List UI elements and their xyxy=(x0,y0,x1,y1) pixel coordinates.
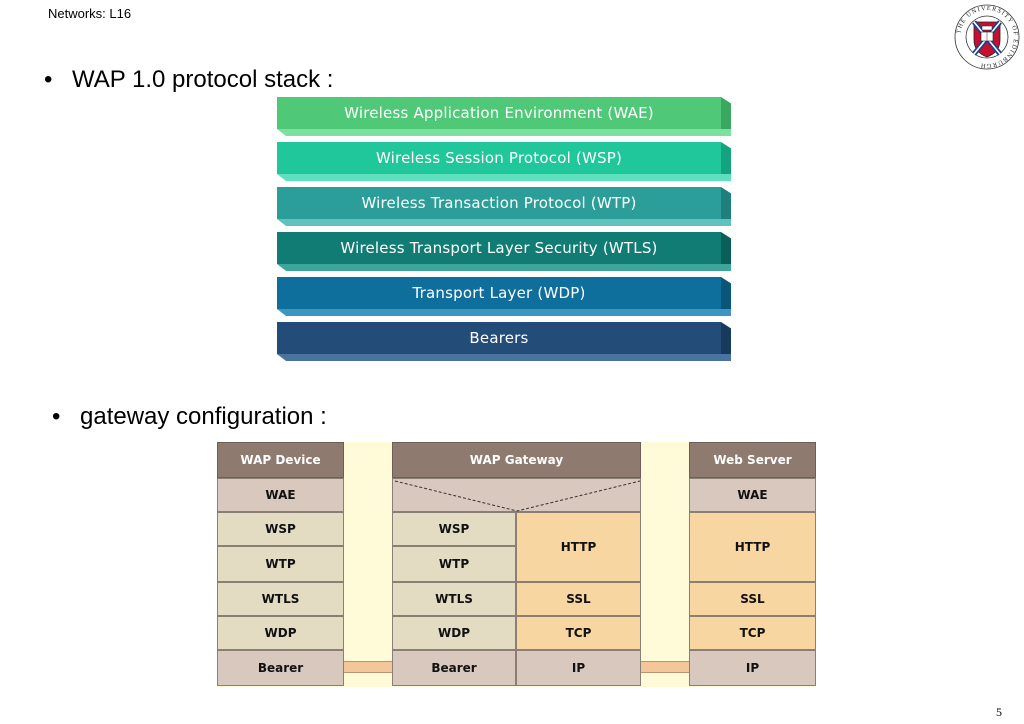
server-layer: IP xyxy=(689,650,816,686)
protocol-layer-edge xyxy=(277,129,731,136)
protocol-layer-side xyxy=(721,142,731,174)
protocol-layer-label: Wireless Session Protocol (WSP) xyxy=(277,142,721,174)
protocol-layer-label: Wireless Transaction Protocol (WTP) xyxy=(277,187,721,219)
page-number: 5 xyxy=(996,705,1002,719)
server-layer: WAE xyxy=(689,478,816,512)
university-crest-logo: THE UNIVERSITY OF EDINBURGH xyxy=(954,4,1020,70)
gateway-web-layer: SSL xyxy=(516,582,641,616)
gateway-translation-cell xyxy=(392,478,641,512)
gateway-web-layer: IP xyxy=(516,650,641,686)
device-layer: Bearer xyxy=(217,650,344,686)
translation-dashed-lines xyxy=(394,480,641,512)
gateway-wap-layer: Bearer xyxy=(392,650,516,686)
bullet-dot: • xyxy=(52,403,61,430)
server-layer: SSL xyxy=(689,582,816,616)
device-layer: WDP xyxy=(217,616,344,650)
gateway-configuration-diagram: WAP Device WAE WSP WTP WTLS WDP Bearer W… xyxy=(217,442,816,687)
gateway-web-layer: TCP xyxy=(516,616,641,650)
gateway-server-link xyxy=(641,661,689,673)
server-layer: HTTP xyxy=(689,512,816,582)
protocol-layer-label: Bearers xyxy=(277,322,721,354)
protocol-layer-side xyxy=(721,277,731,309)
protocol-layer-edge xyxy=(277,219,731,226)
bullet-gateway-configuration: • gateway configuration : xyxy=(52,403,327,431)
wap-gateway-header: WAP Gateway xyxy=(392,442,641,478)
device-layer: WTLS xyxy=(217,582,344,616)
protocol-layer: Wireless Transport Layer Security (WTLS) xyxy=(277,232,732,272)
bullet-dot: • xyxy=(44,66,53,93)
protocol-layer-label: Wireless Application Environment (WAE) xyxy=(277,97,721,129)
protocol-layer-label: Wireless Transport Layer Security (WTLS) xyxy=(277,232,721,264)
protocol-layer-side xyxy=(721,187,731,219)
protocol-layer-edge xyxy=(277,174,731,181)
device-gateway-link xyxy=(344,661,392,673)
protocol-layer-edge xyxy=(277,264,731,271)
protocol-layer-side xyxy=(721,232,731,264)
protocol-layer-side xyxy=(721,97,731,129)
protocol-layer: Bearers xyxy=(277,322,732,362)
protocol-layer-edge xyxy=(277,309,731,316)
bullet-text: WAP 1.0 protocol stack : xyxy=(72,66,334,93)
course-title: Networks: L16 xyxy=(48,6,132,21)
device-layer: WSP xyxy=(217,512,344,546)
protocol-layer-side xyxy=(721,322,731,354)
wap-device-header: WAP Device xyxy=(217,442,344,478)
gateway-wap-layer: WTLS xyxy=(392,582,516,616)
device-layer: WTP xyxy=(217,546,344,582)
gateway-wap-layer: WDP xyxy=(392,616,516,650)
protocol-layer: Wireless Transaction Protocol (WTP) xyxy=(277,187,732,227)
gateway-wap-layer: WSP xyxy=(392,512,516,546)
bullet-text: gateway configuration : xyxy=(80,403,327,430)
server-layer: TCP xyxy=(689,616,816,650)
protocol-layer: Transport Layer (WDP) xyxy=(277,277,732,317)
protocol-layer: Wireless Session Protocol (WSP) xyxy=(277,142,732,182)
gateway-wap-layer: WTP xyxy=(392,546,516,582)
protocol-layer-label: Transport Layer (WDP) xyxy=(277,277,721,309)
protocol-layer: Wireless Application Environment (WAE) xyxy=(277,97,732,137)
wap-protocol-stack-diagram: Wireless Application Environment (WAE) Wi… xyxy=(277,97,732,367)
web-server-header: Web Server xyxy=(689,442,816,478)
gateway-web-layer: HTTP xyxy=(516,512,641,582)
bullet-protocol-stack: • WAP 1.0 protocol stack : xyxy=(44,66,333,94)
protocol-layer-edge xyxy=(277,354,731,361)
device-layer: WAE xyxy=(217,478,344,512)
